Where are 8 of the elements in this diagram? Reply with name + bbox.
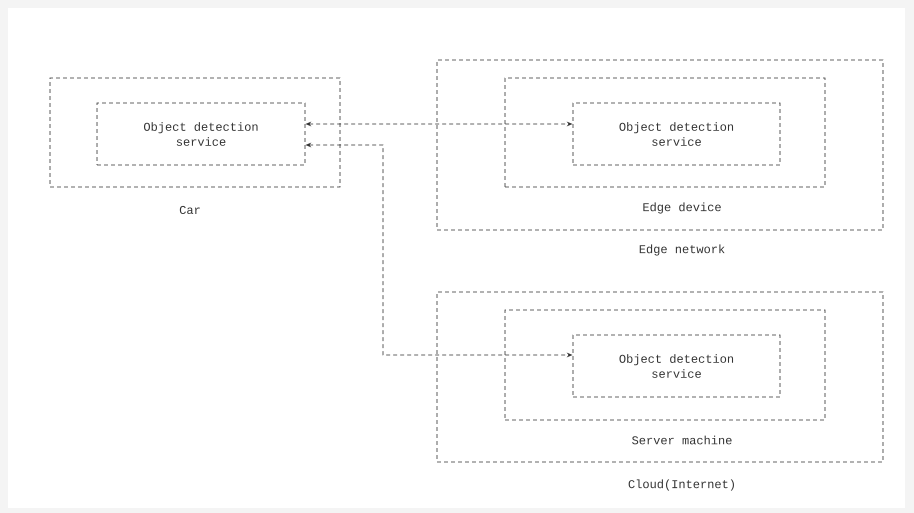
service-box: Object detection service	[572, 334, 780, 398]
node-label: Car	[180, 206, 200, 214]
node-label: Edge network	[640, 244, 725, 256]
node-label: Server machine	[632, 436, 732, 444]
node-label: Edge device	[643, 202, 721, 214]
service-box: Object detection service	[96, 102, 306, 166]
service-box: Object detection service	[572, 102, 780, 166]
node-label: Cloud(Internet)	[628, 479, 734, 491]
